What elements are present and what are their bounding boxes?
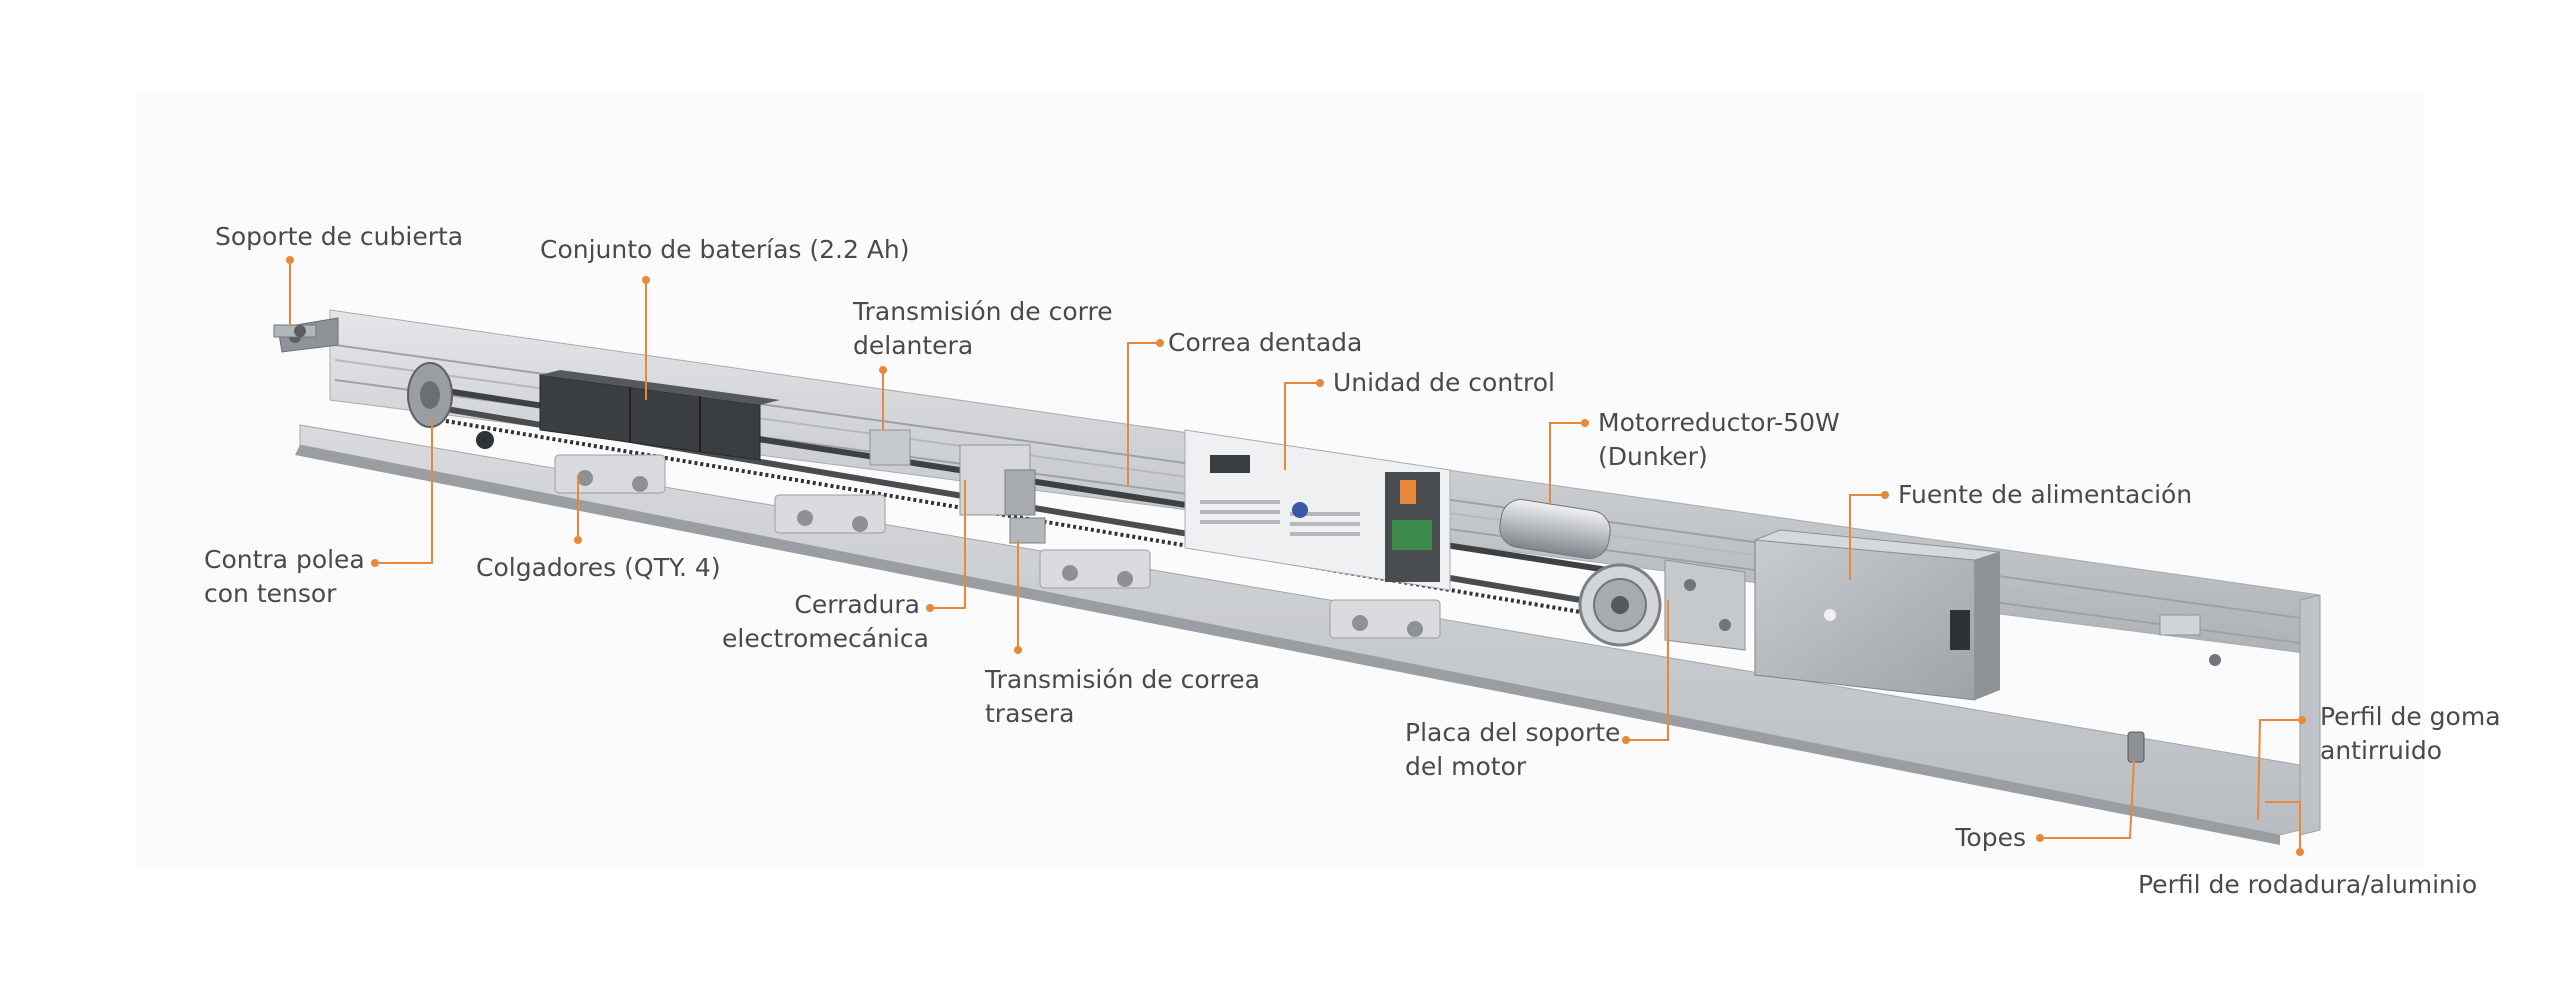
cover-support [273, 324, 317, 338]
label-anti-noise-rubber-profile-line1: Perfil de goma [2320, 702, 2501, 731]
gear-motor [1499, 499, 1746, 651]
power-supply [1754, 529, 2001, 701]
leader-lines [289, 260, 2302, 852]
label-gear-motor-line1: Motorreductor-50W [1598, 408, 1840, 437]
label-anti-noise-rubber-profile: Perfil de goma antirruido [2320, 700, 2501, 768]
label-power-supply: Fuente de alimentación [1898, 480, 2193, 509]
label-gear-motor-line2: (Dunker) [1598, 442, 1708, 471]
label-battery-pack: Conjunto de baterías (2.2 Ah) [540, 235, 910, 264]
label-counter-pulley-line1: Contra polea [204, 545, 365, 574]
label-motor-bracket-plate-line1: Placa del soporte [1405, 718, 1621, 747]
counter-pulley [407, 362, 494, 449]
label-front-belt-transmission-line1: Transmisión de corre [853, 297, 1113, 326]
label-running-profile: Perfil de rodadura/aluminio [2138, 870, 2478, 899]
battery-pack [539, 370, 780, 461]
label-counter-pulley: Contra polea con tensor [204, 543, 365, 611]
label-rear-belt-transmission: Transmisión de correa trasera [985, 663, 1260, 731]
label-electromechanical-lock-line1: Cerradura [794, 590, 920, 619]
control-unit [1184, 429, 1451, 591]
label-electromechanical-lock: Cerradura electromecánica [722, 588, 929, 656]
label-hangers: Colgadores (QTY. 4) [476, 553, 721, 582]
leader-dots [286, 256, 2306, 856]
label-counter-pulley-line2: con tensor [204, 579, 337, 608]
label-front-belt-transmission: Transmisión de corre delantera [853, 295, 1113, 363]
right-bracket-detail [2159, 614, 2221, 666]
label-front-belt-transmission-line2: delantera [853, 331, 974, 360]
belt-clamps-and-lock [869, 429, 1046, 544]
label-gear-motor: Motorreductor-50W (Dunker) [1598, 406, 1840, 474]
label-end-stops: Topes [1955, 823, 2026, 852]
label-rear-belt-transmission-line2: trasera [985, 699, 1075, 728]
label-cover-support: Soporte de cubierta [215, 222, 464, 251]
label-control-unit: Unidad de control [1333, 368, 1555, 397]
label-toothed-belt: Correa dentada [1168, 328, 1363, 357]
end-stop [2127, 731, 2145, 763]
label-motor-bracket-plate-line2: del motor [1405, 752, 1527, 781]
label-rear-belt-transmission-line1: Transmisión de correa [985, 665, 1260, 694]
label-electromechanical-lock-line2: electromecánica [722, 624, 929, 653]
label-motor-bracket-plate: Placa del soporte del motor [1405, 716, 1620, 784]
label-anti-noise-rubber-profile-line2: antirruido [2320, 736, 2442, 765]
hangers [554, 454, 1441, 639]
